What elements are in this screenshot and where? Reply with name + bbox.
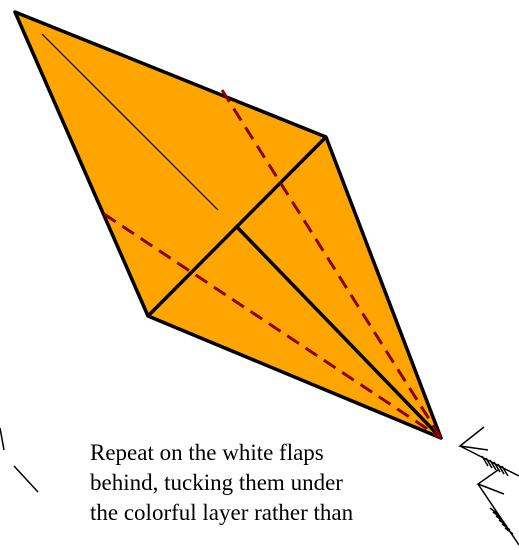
instruction-line: the colorful layer rather than (90, 498, 430, 528)
repeat-arrow-icon (460, 427, 519, 476)
partial-arrow-icon (0, 428, 38, 492)
instruction-line: behind, tucking them under (90, 468, 430, 498)
instruction-text: Repeat on the white flaps behind, tuckin… (90, 438, 430, 528)
instruction-line: Repeat on the white flaps (90, 438, 430, 468)
repeat-arrow-icon (478, 470, 519, 545)
